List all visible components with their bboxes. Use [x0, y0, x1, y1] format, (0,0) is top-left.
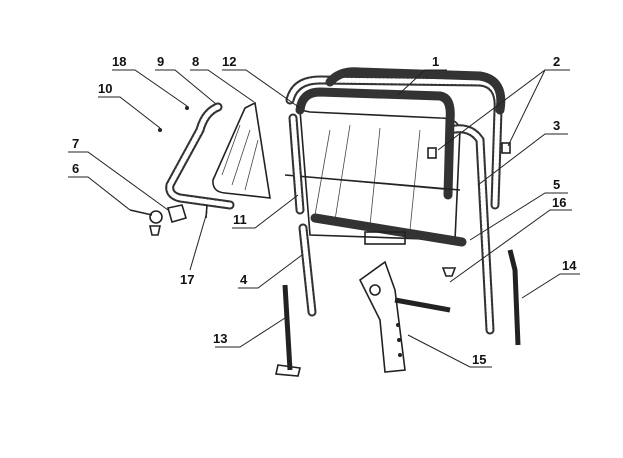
callout-8: 8: [192, 54, 199, 69]
part-guide-channel: [284, 87, 461, 200]
part-vent-glass: [212, 101, 271, 199]
callout-9: 9: [157, 54, 164, 69]
callout-1: 1: [432, 54, 439, 69]
part-knob: [441, 267, 457, 277]
callout-4: 4: [240, 272, 248, 287]
callout-10: 10: [98, 81, 112, 96]
callout-2: 2: [553, 54, 560, 69]
part-clip-b: [501, 142, 511, 154]
part-outer-seal: [325, 67, 506, 335]
part-lower-sill: [310, 213, 467, 247]
callout-16: 16: [552, 195, 566, 210]
callout-5: 5: [553, 177, 560, 192]
part-rear-bracket: [507, 249, 521, 346]
callout-6: 6: [72, 161, 79, 176]
callout-3: 3: [553, 118, 560, 133]
leader-lines: [68, 69, 580, 368]
callout-12: 12: [222, 54, 236, 69]
callout-7: 7: [72, 136, 79, 151]
part-clip-a: [427, 147, 437, 159]
part-latch-handle: [129, 209, 163, 236]
part-rear-guide: [275, 284, 301, 377]
callout-17: 17: [180, 272, 194, 287]
callout-15: 15: [472, 352, 486, 367]
callout-13: 13: [213, 331, 227, 346]
part-vertical-seals: [288, 113, 317, 317]
part-latch-bracket: [166, 204, 188, 223]
callout-11: 11: [233, 212, 247, 227]
callout-18: 18: [112, 54, 126, 69]
callout-14: 14: [562, 258, 577, 273]
part-screw-10: [158, 128, 162, 132]
part-screw-18: [185, 106, 189, 110]
part-window-regulator: [358, 260, 451, 373]
